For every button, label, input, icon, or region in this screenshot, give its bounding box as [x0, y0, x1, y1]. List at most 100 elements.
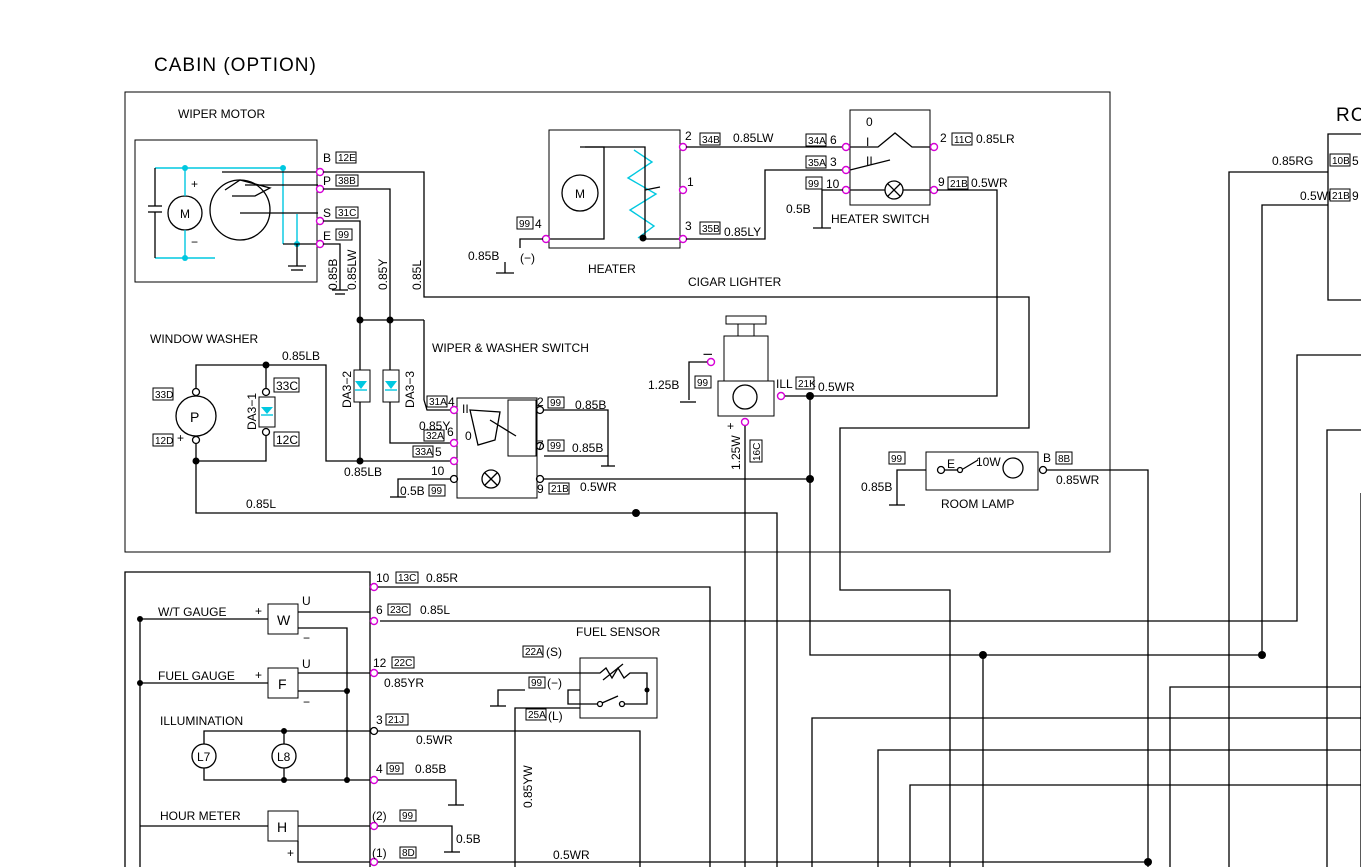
svg-text:ILL: ILL: [776, 377, 793, 391]
svg-text:0: 0: [866, 115, 873, 129]
svg-text:0.5WR: 0.5WR: [553, 848, 590, 862]
svg-text:(S): (S): [546, 645, 562, 659]
svg-text:32A: 32A: [426, 431, 444, 442]
svg-text:3: 3: [830, 155, 837, 169]
svg-text:99: 99: [389, 764, 401, 775]
svg-text:99: 99: [519, 219, 531, 230]
svg-text:0.85B: 0.85B: [575, 398, 606, 412]
svg-text:4: 4: [448, 395, 455, 409]
svg-text:5: 5: [1352, 154, 1359, 168]
svg-text:1.25B: 1.25B: [648, 378, 679, 392]
svg-text:1.25W: 1.25W: [729, 435, 743, 470]
svg-text:−: −: [191, 235, 198, 249]
svg-text:0.85B: 0.85B: [468, 249, 499, 263]
svg-text:35B: 35B: [702, 224, 720, 235]
svg-text:9: 9: [537, 482, 544, 496]
svg-text:13C: 13C: [398, 573, 416, 584]
svg-text:(−): (−): [520, 251, 535, 265]
pin-b-code: 12E: [338, 153, 356, 164]
svg-text:4: 4: [535, 217, 542, 231]
fuel-sensor: FUEL SENSOR 22A (S) 99 (−) 25A (L) 0.85Y…: [490, 625, 661, 867]
svg-text:+: +: [177, 431, 184, 445]
wiper-motor-m: M: [180, 207, 190, 221]
svg-text:II: II: [462, 402, 469, 416]
svg-text:−: −: [303, 631, 310, 645]
svg-text:(2): (2): [372, 809, 387, 823]
gauge-frame: [124, 571, 371, 867]
svg-text:L8: L8: [277, 750, 291, 764]
svg-text:8B: 8B: [1058, 454, 1071, 465]
svg-text:(L): (L): [548, 709, 563, 723]
svg-text:+: +: [727, 419, 734, 433]
svg-text:DA3−1: DA3−1: [245, 393, 259, 430]
rc-wires: 0.85RG 10B 5 0.5WR 21B 9: [380, 153, 1361, 867]
svg-text:10B: 10B: [1332, 156, 1350, 167]
pin-p-letter: P: [323, 174, 331, 188]
svg-text:0.85YW: 0.85YW: [521, 765, 535, 808]
svg-text:0.85LY: 0.85LY: [724, 225, 761, 239]
svg-text:+: +: [255, 604, 262, 618]
heater: M HEATER 2 34B 0.85LW 1 3 35B 0.85LY 99 …: [468, 129, 843, 276]
svg-text:22A: 22A: [525, 647, 543, 658]
svg-text:21B: 21B: [1332, 191, 1350, 202]
svg-text:0.85B: 0.85B: [861, 480, 892, 494]
svg-text:6: 6: [830, 133, 837, 147]
svg-text:33D: 33D: [155, 390, 173, 401]
rc-box: [1327, 133, 1361, 301]
wire-085y: 0.85Y: [376, 259, 390, 290]
svg-text:0.5WR: 0.5WR: [416, 733, 453, 747]
wiper-motor: WIPER MOTOR M + −: [134, 107, 318, 283]
heater-switch-label: HEATER SWITCH: [831, 212, 929, 226]
svg-text:0.85RG: 0.85RG: [1272, 154, 1313, 168]
svg-text:+: +: [255, 668, 262, 682]
svg-text:99: 99: [697, 378, 709, 389]
svg-text:99: 99: [550, 398, 562, 409]
window-washer-label: WINDOW WASHER: [150, 332, 259, 346]
svg-text:21B: 21B: [551, 484, 569, 495]
pin-b-letter: B: [323, 151, 331, 165]
svg-text:6: 6: [447, 425, 454, 439]
wiper-motor-pins: B 12E P 38B S 31C E 99: [315, 151, 359, 249]
svg-text:8D: 8D: [402, 848, 415, 859]
svg-text:22C: 22C: [394, 658, 412, 669]
room-lamp: E 10W B 99 8B 0.85WR 0.85B ROOM LAMP: [861, 451, 1152, 867]
svg-text:25A: 25A: [528, 710, 546, 721]
svg-text:12: 12: [373, 656, 387, 670]
svg-text:23C: 23C: [390, 605, 408, 616]
svg-text:3: 3: [685, 219, 692, 233]
svg-text:4: 4: [376, 762, 383, 776]
svg-text:10: 10: [376, 571, 390, 585]
pin-s-letter: S: [323, 206, 331, 220]
svg-text:0.85L: 0.85L: [420, 603, 450, 617]
svg-text:0.5B: 0.5B: [456, 832, 481, 846]
svg-text:0: 0: [465, 429, 472, 443]
svg-text:0.85LB: 0.85LB: [344, 465, 382, 479]
gauges: 10 13C 0.85R 6 23C 0.85L 12 22C 0.85YR 3…: [137, 571, 1148, 867]
fuel-sensor-label: FUEL SENSOR: [576, 625, 661, 639]
svg-text:16C: 16C: [752, 443, 763, 461]
svg-text:10W: 10W: [976, 455, 1001, 469]
svg-text:21B: 21B: [950, 179, 968, 190]
pin-e-code: 99: [338, 230, 350, 241]
svg-text:99: 99: [431, 486, 443, 497]
room-lamp-label: ROOM LAMP: [941, 497, 1014, 511]
svg-text:9: 9: [938, 175, 945, 189]
svg-text:3: 3: [376, 713, 383, 727]
pin-p-code: 38B: [338, 176, 356, 187]
wire-085l: 0.85L: [410, 260, 424, 290]
svg-text:2: 2: [940, 131, 947, 145]
svg-text:0.85B: 0.85B: [415, 762, 446, 776]
pin-e-letter: E: [323, 229, 331, 243]
wire-085b: 0.85B: [326, 259, 340, 290]
svg-text:(1): (1): [372, 846, 387, 860]
svg-text:L7: L7: [197, 750, 211, 764]
svg-text:35A: 35A: [808, 158, 826, 169]
wiper-washer-switch: WIPER & WASHER SWITCH II 31A 4 0.85Y 32A…: [390, 341, 810, 499]
svg-text:0.5WR: 0.5WR: [818, 380, 855, 394]
svg-text:99: 99: [402, 811, 414, 822]
wiper-switch-label: WIPER & WASHER SWITCH: [432, 341, 589, 355]
svg-text:9: 9: [1352, 189, 1359, 203]
svg-text:0.85L: 0.85L: [246, 497, 276, 511]
svg-text:99: 99: [891, 454, 903, 465]
svg-text:0.85B: 0.85B: [572, 441, 603, 455]
